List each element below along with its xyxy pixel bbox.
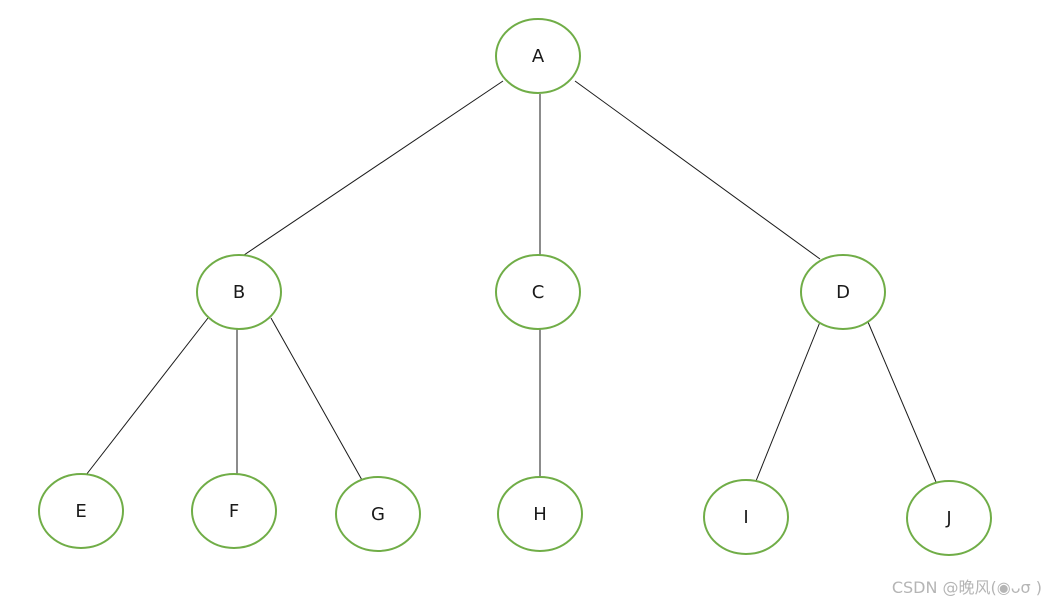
node-ellipse — [495, 18, 581, 94]
node-label: A — [532, 46, 545, 67]
node-b: B — [196, 254, 282, 330]
node-ellipse — [906, 480, 992, 556]
node-d: D — [800, 254, 886, 330]
node-h: H — [497, 476, 583, 552]
edges-layer — [85, 80, 937, 483]
node-label: J — [945, 508, 951, 529]
edge-d-i — [755, 321, 821, 482]
nodes-layer: A B C D E F G H I J — [38, 18, 992, 556]
node-c: C — [495, 254, 581, 330]
node-g: G — [335, 476, 421, 552]
edge-a-d — [574, 80, 821, 260]
node-label: F — [229, 501, 239, 522]
node-e: E — [38, 473, 124, 549]
edge-a-b — [243, 80, 504, 256]
edge-b-e — [85, 317, 209, 476]
node-ellipse — [196, 254, 282, 330]
node-ellipse — [38, 473, 124, 549]
watermark: CSDN @晚风(◉ᴗσ ) — [891, 578, 1042, 597]
node-label: D — [836, 282, 850, 303]
node-ellipse — [497, 476, 583, 552]
node-f: F — [191, 473, 277, 549]
node-ellipse — [703, 479, 789, 555]
node-label: E — [75, 501, 86, 522]
node-j: J — [906, 480, 992, 556]
node-ellipse — [800, 254, 886, 330]
node-label: I — [743, 507, 748, 528]
node-label: B — [233, 282, 245, 303]
node-a: A — [495, 18, 581, 94]
edge-d-j — [867, 321, 937, 483]
node-ellipse — [191, 473, 277, 549]
node-ellipse — [495, 254, 581, 330]
node-i: I — [703, 479, 789, 555]
node-label: G — [371, 504, 385, 525]
node-label: C — [532, 282, 545, 303]
node-label: H — [533, 504, 547, 525]
edge-b-g — [270, 317, 363, 481]
node-ellipse — [335, 476, 421, 552]
